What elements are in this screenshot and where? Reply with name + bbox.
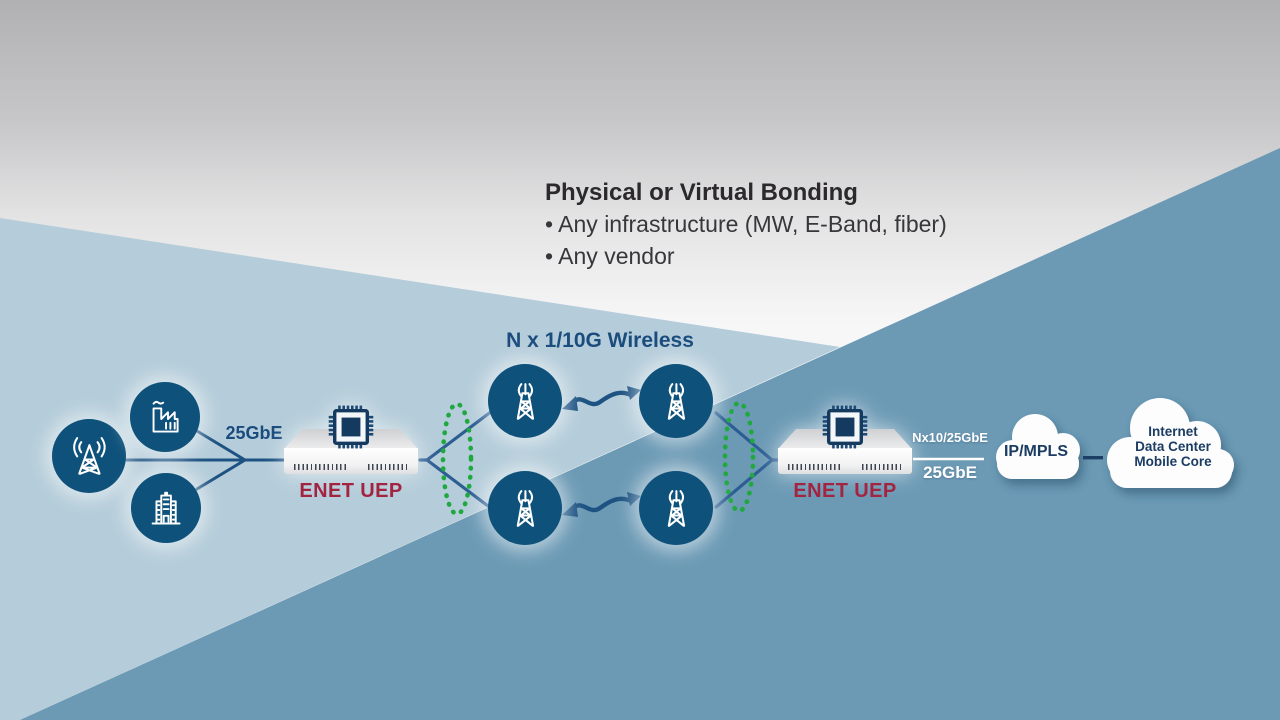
microwave-tower-icon (667, 489, 685, 527)
chip-icon (822, 405, 868, 449)
microwave-tower-icon (516, 382, 534, 420)
core-cloud-line-2: Data Center (1135, 439, 1211, 454)
ip-mpls-cloud-icon (996, 414, 1080, 479)
clouds-graphic (996, 398, 1234, 488)
enet-uep-left-device (284, 405, 418, 475)
device-vents (368, 464, 408, 470)
heading-bullet-1: • Any infrastructure (MW, E-Band, fiber) (545, 211, 947, 237)
microwave-tower-icon (516, 489, 534, 527)
core-cloud-line-1: Internet (1148, 424, 1198, 439)
device-vents (788, 464, 842, 470)
device-front-face (284, 448, 418, 474)
device-front-face (778, 448, 912, 474)
office-building-node (131, 473, 201, 543)
factory-node (130, 382, 200, 452)
enet-uep-right-device (778, 405, 912, 475)
radio-tower-node (52, 419, 126, 493)
radio-tower-icon (72, 436, 106, 475)
enet-uep-right-label: ENET UEP (793, 480, 897, 502)
microwave-tower-icon (667, 382, 685, 420)
chip-icon (328, 405, 374, 449)
core-cloud-line-3: Mobile Core (1134, 454, 1212, 469)
ip-mpls-label: IP/MPLS (1003, 443, 1068, 460)
core-cloud-icon (1107, 398, 1234, 488)
factory-icon (152, 400, 179, 433)
access-speed-label: 25GbE (225, 423, 283, 443)
wireless-tower-node-1 (488, 364, 562, 438)
core-link-top-label: Nx10/25GbE (912, 430, 988, 445)
wireless-tower-node-2 (639, 364, 713, 438)
steel-blue-band (0, 148, 1280, 720)
core-cloud-label: Internet Data Center Mobile Core (1112, 424, 1234, 469)
core-link-bottom-label: 25GbE (923, 463, 977, 482)
cloud-connector-line (1083, 456, 1103, 460)
wireless-title: N x 1/10G Wireless (506, 329, 694, 352)
heading-block: Physical or Virtual Bonding • Any infras… (545, 178, 947, 272)
enet-uep-left-label: ENET UEP (299, 480, 403, 502)
office-building-icon (151, 491, 181, 525)
wireless-tower-node-4 (639, 471, 713, 545)
heading-bullet-2: • Any vendor (545, 243, 675, 269)
wireless-tower-node-3 (488, 471, 562, 545)
device-vents (294, 464, 348, 470)
device-vents (862, 464, 902, 470)
heading-title: Physical or Virtual Bonding (545, 179, 858, 206)
